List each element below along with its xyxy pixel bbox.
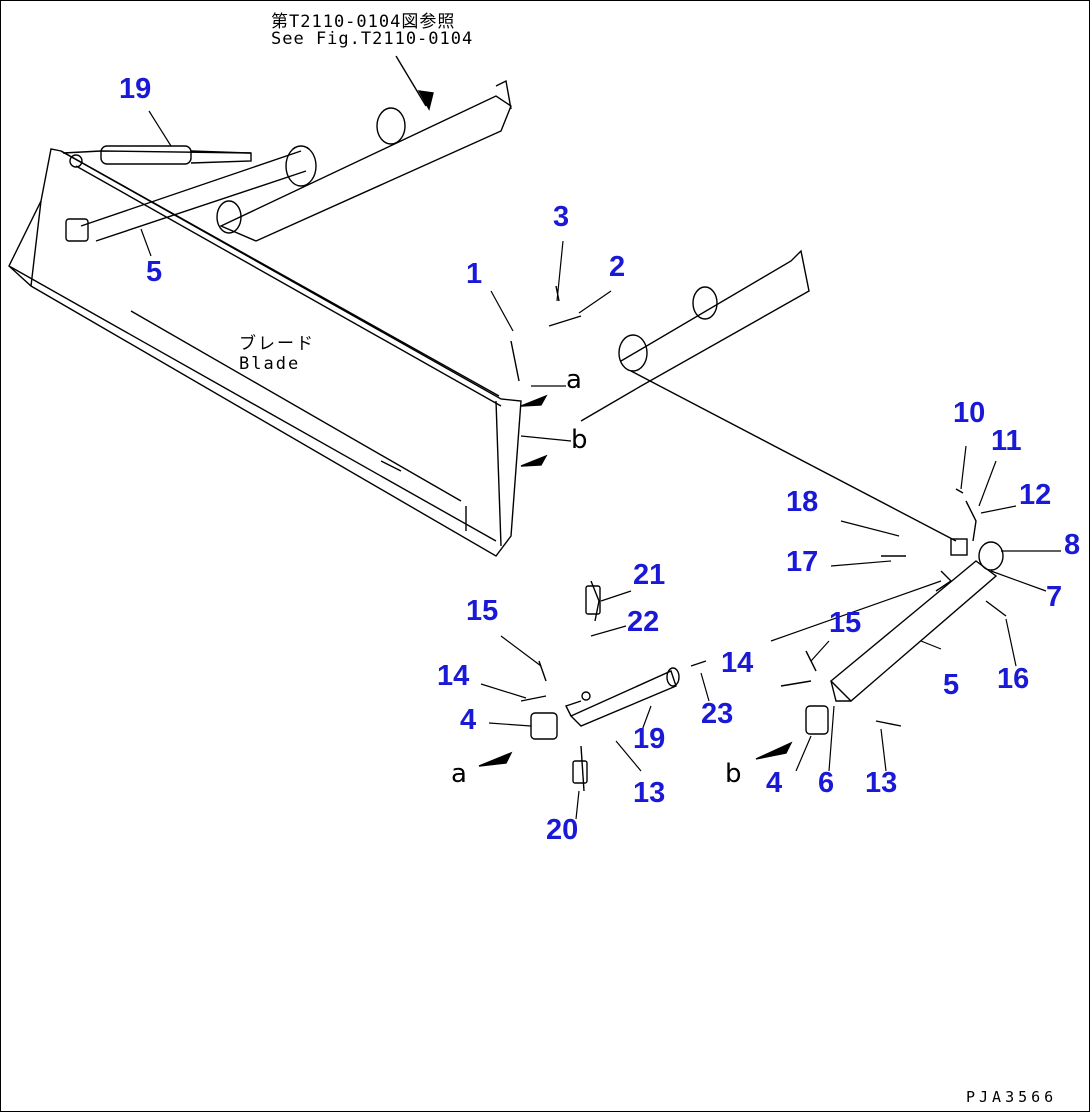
callout-8: 8	[1064, 529, 1081, 561]
callout-16: 16	[997, 663, 1030, 695]
reference-jp: 第T2110-0104図参照	[271, 12, 456, 32]
callout-10: 10	[953, 397, 986, 429]
callout-4-right: 4	[766, 767, 783, 799]
callout-13-left: 13	[633, 777, 666, 809]
ref-arrow	[395, 55, 434, 111]
callout-20: 20	[546, 814, 579, 846]
detail-a-upper: a	[566, 365, 582, 395]
callout-7: 7	[1046, 581, 1063, 613]
callout-13-right: 13	[865, 767, 898, 799]
callout-2: 2	[609, 251, 626, 283]
callout-15-left: 15	[466, 595, 499, 627]
callout-5-upper: 5	[146, 256, 163, 288]
detail-b-lower: b	[725, 759, 742, 789]
leader-lines	[140, 110, 1061, 820]
blade	[8, 148, 522, 557]
callout-6: 6	[818, 767, 835, 799]
callout-19-upper: 19	[119, 73, 152, 105]
callout-19-lower: 19	[633, 723, 666, 755]
small-parts	[510, 285, 1007, 740]
upper-cylinder	[62, 145, 252, 168]
callout-14-right: 14	[721, 647, 754, 679]
callout-3: 3	[553, 201, 570, 233]
callout-18: 18	[786, 486, 819, 518]
lower-cylinder	[565, 580, 680, 792]
callout-12: 12	[1019, 479, 1052, 511]
callout-11: 11	[991, 425, 1022, 457]
detail-a-lower: a	[451, 759, 467, 789]
right-push-arm	[580, 249, 957, 542]
drawing-code: PJA3566	[966, 1088, 1058, 1106]
callout-5-lower: 5	[943, 669, 960, 701]
callout-22: 22	[627, 606, 660, 638]
callout-4-left: 4	[460, 704, 477, 736]
detail-b-upper: b	[571, 425, 588, 455]
callout-23: 23	[701, 698, 734, 730]
blade-label-jp: ブレード	[239, 334, 315, 354]
detail-arrows	[478, 394, 793, 767]
callout-17: 17	[786, 546, 819, 578]
callout-1: 1	[466, 258, 483, 290]
reference-en: See Fig.T2110-0104	[271, 29, 474, 49]
callout-15-right: 15	[829, 607, 862, 639]
callout-14-left: 14	[437, 660, 470, 692]
brace-assembly	[829, 488, 1004, 702]
blade-label-en: Blade	[239, 354, 301, 374]
callout-21: 21	[633, 559, 666, 591]
upper-push-arm	[65, 79, 512, 242]
